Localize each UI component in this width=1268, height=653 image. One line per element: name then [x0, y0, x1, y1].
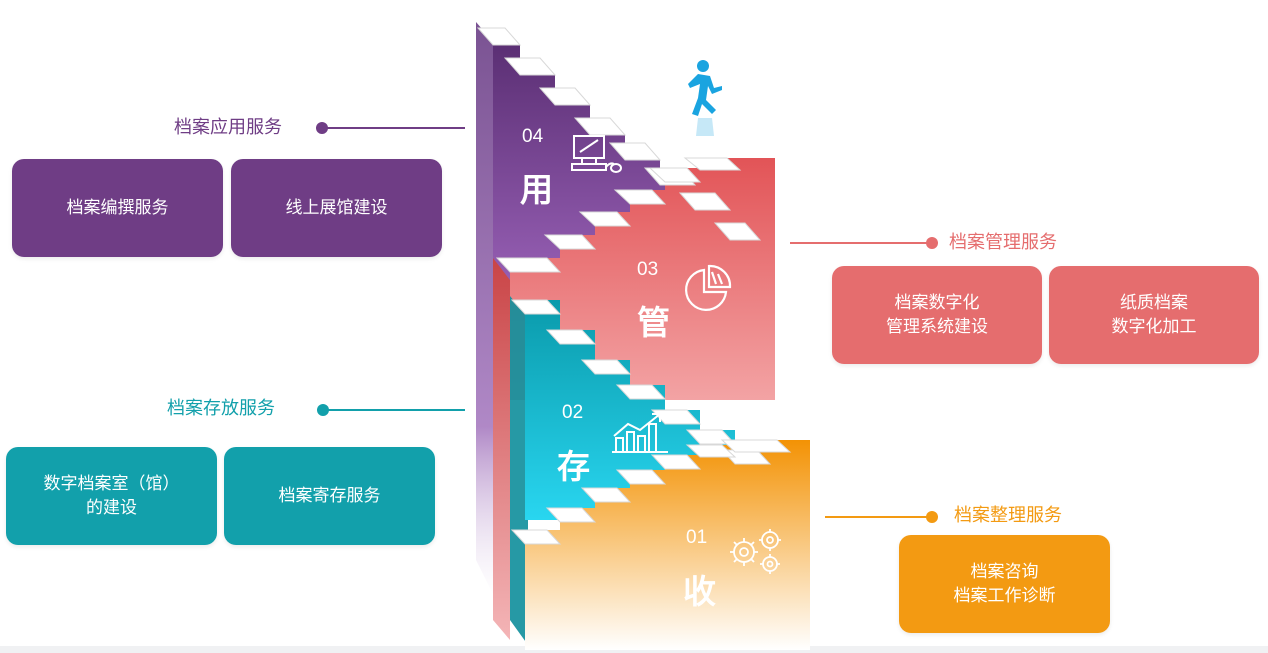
- step-01-char: 收: [683, 572, 716, 611]
- step-03-char: 管: [637, 303, 670, 342]
- step-02-char: 存: [557, 447, 590, 486]
- card-digital-archive-room[interactable]: 数字档案室（馆） 的建设: [6, 447, 217, 545]
- card-label: 线上展馆建设: [285, 198, 388, 218]
- pie-chart-icon: [685, 264, 732, 311]
- card-deposit-service[interactable]: 档案寄存服务: [224, 447, 435, 545]
- card-paper-digitization[interactable]: 纸质档案 数字化加工: [1049, 266, 1259, 364]
- card-label: 档案寄存服务: [278, 486, 381, 506]
- step-03-number: 03: [637, 259, 659, 280]
- card-digital-management-system[interactable]: 档案数字化 管理系统建设: [832, 266, 1042, 364]
- step-02-number: 02: [562, 402, 584, 423]
- card-consulting-diagnosis[interactable]: 档案咨询 档案工作诊断: [899, 535, 1110, 633]
- management-connector-line: [790, 242, 930, 244]
- organize-services-title: 档案整理服务: [954, 505, 1062, 526]
- runner-icon: [688, 60, 722, 136]
- application-services-title: 档案应用服务: [174, 117, 282, 138]
- application-connector-dot: [316, 122, 328, 134]
- step-01-number: 01: [686, 527, 708, 548]
- card-label: 档案编撰服务: [66, 198, 169, 218]
- card-label: 档案咨询 档案工作诊断: [953, 562, 1056, 606]
- step-04-number: 04: [522, 126, 544, 147]
- storage-connector-dot: [317, 404, 329, 416]
- card-online-exhibition[interactable]: 线上展馆建设: [231, 159, 442, 257]
- stair-edges: [476, 27, 792, 545]
- application-connector-line: [324, 127, 465, 129]
- card-label: 纸质档案 数字化加工: [1111, 293, 1197, 337]
- storage-connector-line: [325, 409, 465, 411]
- storage-services-title: 档案存放服务: [167, 398, 275, 419]
- card-compilation-service[interactable]: 档案编撰服务: [12, 159, 223, 257]
- step-04-char: 用: [520, 170, 553, 209]
- computer-icon: [571, 135, 622, 173]
- management-connector-dot: [926, 237, 938, 249]
- organize-connector-dot: [926, 511, 938, 523]
- card-label: 档案数字化 管理系统建设: [886, 293, 988, 337]
- gears-icon: [730, 529, 781, 574]
- organize-connector-line: [825, 516, 930, 518]
- growth-chart-icon: [612, 413, 668, 453]
- card-label: 数字档案室（馆） 的建设: [43, 474, 180, 518]
- management-services-title: 档案管理服务: [949, 232, 1057, 253]
